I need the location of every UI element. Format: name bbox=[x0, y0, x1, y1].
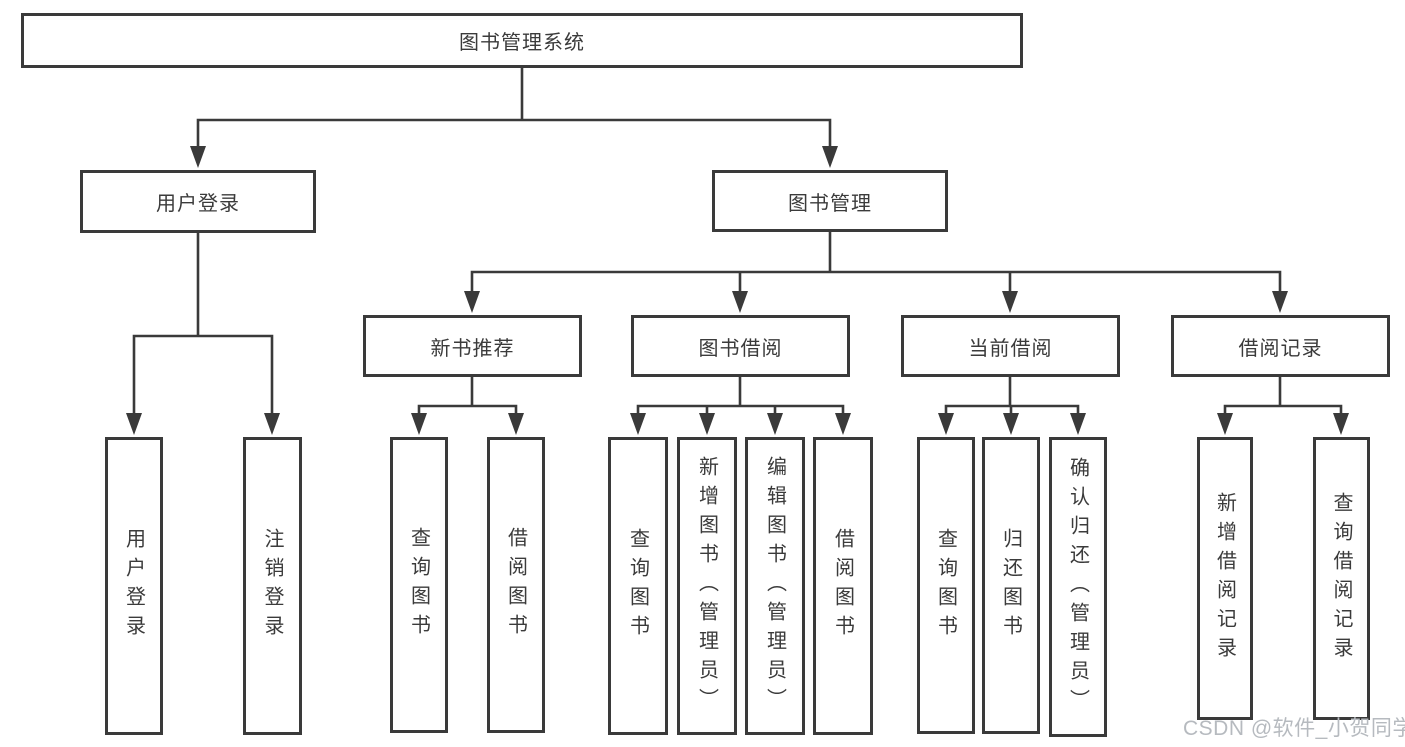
leaf-records-add-record: 新增借阅记录 bbox=[1197, 437, 1253, 720]
node-root: 图书管理系统 bbox=[21, 13, 1023, 68]
leaf-newbooks-query-books: 查询图书 bbox=[390, 437, 448, 733]
leaf-newbooks-borrow-books: 借阅图书 bbox=[487, 437, 545, 733]
leaf-user-login: 用户登录 bbox=[105, 437, 163, 735]
leaf-borrow-edit-books-admin: 编辑图书（管理员） bbox=[745, 437, 805, 735]
leaf-records-query-record: 查询借阅记录 bbox=[1313, 437, 1370, 720]
node-book-mgmt: 图书管理 bbox=[712, 170, 948, 232]
node-borrow-records: 借阅记录 bbox=[1171, 315, 1390, 377]
node-current-borrow: 当前借阅 bbox=[901, 315, 1120, 377]
node-book-borrow: 图书借阅 bbox=[631, 315, 850, 377]
csdn-watermark: CSDN @软件_小贺同学 bbox=[1183, 717, 1405, 740]
leaf-borrow-add-books-admin: 新增图书（管理员） bbox=[677, 437, 737, 735]
leaf-logout: 注销登录 bbox=[243, 437, 302, 735]
node-user-login: 用户登录 bbox=[80, 170, 316, 233]
connector-segments bbox=[132, 66, 1343, 421]
leaf-borrow-query-books: 查询图书 bbox=[608, 437, 668, 735]
leaf-current-confirm-return-admin: 确认归还（管理员） bbox=[1049, 437, 1107, 737]
node-new-book-recommend: 新书推荐 bbox=[363, 315, 582, 377]
leaf-current-return-books: 归还图书 bbox=[982, 437, 1040, 734]
leaf-borrow-borrow-books: 借阅图书 bbox=[813, 437, 873, 735]
leaf-current-query-books: 查询图书 bbox=[917, 437, 975, 734]
